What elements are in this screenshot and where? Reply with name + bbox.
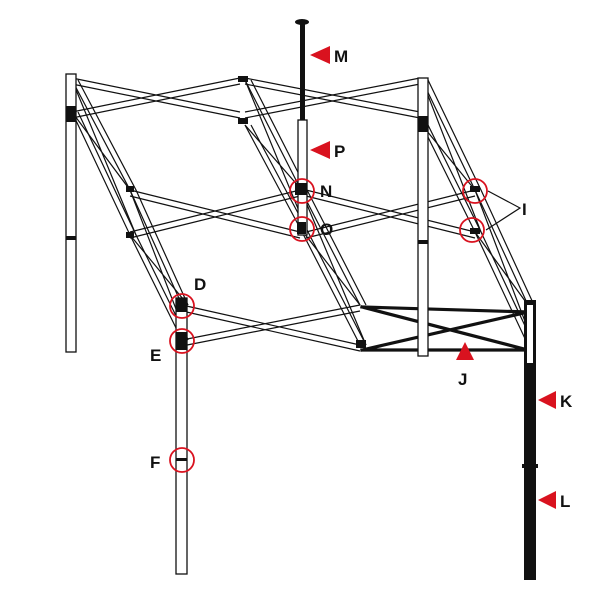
center-pole: [295, 19, 309, 236]
circle-f: [169, 447, 195, 473]
highlight-circles: [169, 178, 488, 473]
label-e: E: [150, 346, 161, 365]
legs: [65, 73, 538, 580]
part-labels: M P N O I D E J K F L: [150, 47, 573, 511]
circle-i-lower: [459, 217, 485, 243]
label-i: I: [522, 200, 527, 219]
bracket-i: [485, 190, 522, 231]
pointer-arrows: [310, 46, 556, 509]
arrow-l: [538, 491, 556, 509]
circle-n: [289, 178, 315, 204]
label-o: O: [320, 220, 333, 239]
front-right-leg: [524, 300, 536, 580]
arrow-k: [538, 391, 556, 409]
label-d: D: [194, 275, 206, 294]
label-l: L: [560, 492, 570, 511]
label-p: P: [334, 142, 345, 161]
label-f: F: [150, 453, 160, 472]
circle-i-upper: [462, 178, 488, 204]
back-left-leg: [65, 73, 77, 353]
label-j: J: [458, 370, 467, 389]
arrow-m: [310, 46, 330, 64]
label-k: K: [560, 392, 573, 411]
label-n: N: [320, 182, 332, 201]
arrow-p: [310, 141, 330, 159]
back-right-leg: [417, 77, 429, 357]
front-right-truss: [360, 305, 530, 352]
circle-o: [289, 216, 315, 242]
label-m: M: [334, 47, 348, 66]
circle-e: [169, 328, 195, 354]
joints: [126, 76, 480, 348]
arrow-j: [456, 342, 474, 360]
circle-d: [169, 293, 195, 319]
